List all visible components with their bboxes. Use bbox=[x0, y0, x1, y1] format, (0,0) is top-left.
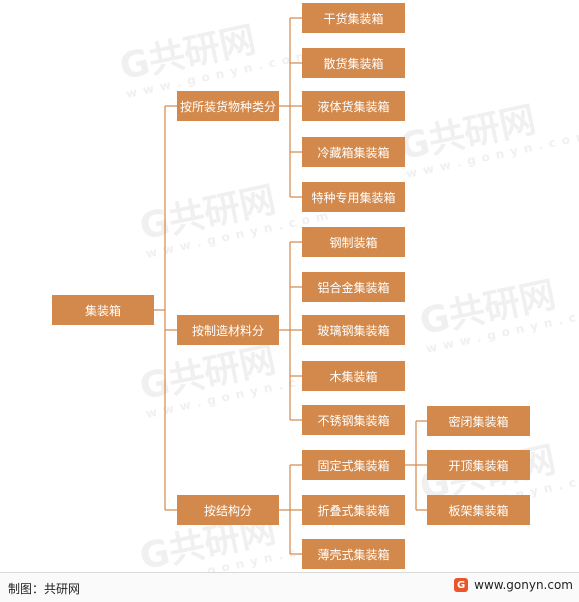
site-url: www.gonyn.com bbox=[474, 578, 573, 592]
leaf-node: 不锈钢集装箱 bbox=[302, 405, 405, 435]
leaf-node: 液体货集装箱 bbox=[302, 91, 405, 121]
category-node-material: 按制造材料分 bbox=[177, 315, 279, 345]
sub-leaf-node: 开顶集装箱 bbox=[427, 450, 530, 480]
leaf-node: 木集装箱 bbox=[302, 361, 405, 391]
leaf-node: 特种专用集装箱 bbox=[302, 182, 405, 212]
credit-source: 共研网 bbox=[44, 582, 81, 596]
credit-label: 制图： bbox=[8, 582, 45, 596]
leaf-node: 玻璃钢集装箱 bbox=[302, 315, 405, 345]
sub-leaf-node: 板架集装箱 bbox=[427, 495, 530, 525]
source-credit: 制图：共研网 bbox=[8, 580, 80, 597]
leaf-node: 铝合金集装箱 bbox=[302, 272, 405, 302]
leaf-node: 干货集装箱 bbox=[302, 3, 405, 33]
site-mark: G www.gonyn.com bbox=[454, 578, 573, 592]
sub-leaf-node: 密闭集装箱 bbox=[427, 406, 530, 436]
category-node-cargo: 按所装货物种类分 bbox=[177, 91, 279, 121]
category-node-structure: 按结构分 bbox=[177, 495, 279, 525]
leaf-node: 钢制装箱 bbox=[302, 227, 405, 257]
root-node: 集装箱 bbox=[52, 295, 154, 325]
logo-icon: G bbox=[454, 578, 469, 592]
leaf-node: 折叠式集装箱 bbox=[302, 495, 405, 525]
footer: 制图：共研网 G www.gonyn.com bbox=[0, 572, 579, 602]
leaf-node: 固定式集装箱 bbox=[302, 450, 405, 480]
connector-lines bbox=[154, 17, 427, 555]
leaf-node: 薄壳式集装箱 bbox=[302, 539, 405, 569]
leaf-node: 冷藏箱集装箱 bbox=[302, 137, 405, 167]
leaf-node: 散货集装箱 bbox=[302, 48, 405, 78]
